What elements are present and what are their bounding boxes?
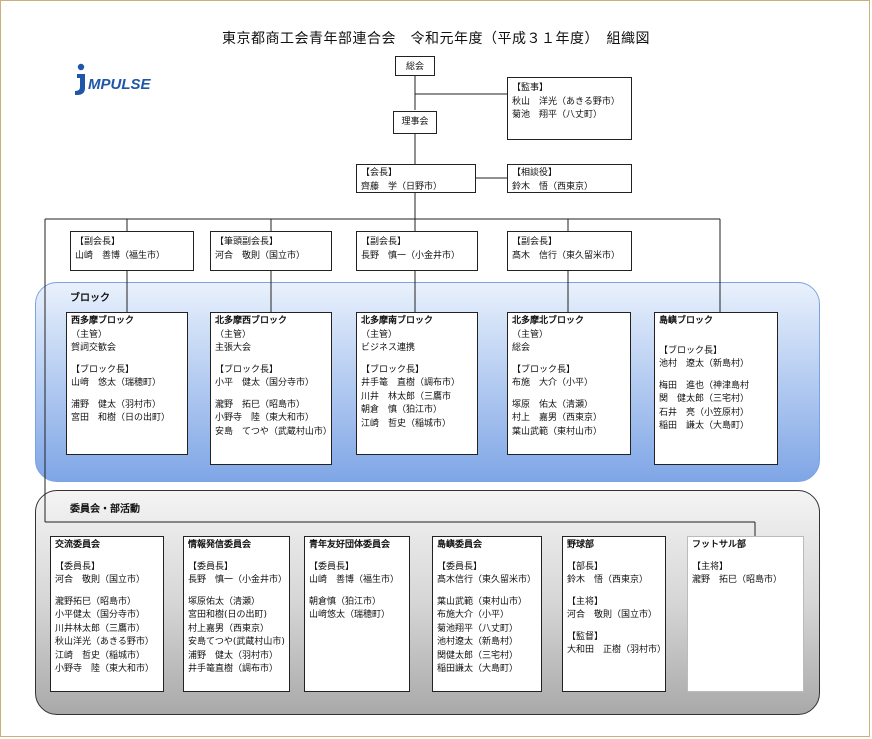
page-title: 東京都商工会青年部連合会 令和元年度（平成３１年度） 組織図 [222, 31, 650, 47]
soudan-box: 【相談役】 鈴木 悟（西東京） [507, 164, 632, 193]
committee-box-koryu: 交流委員会 【委員長】 河合 敬則（国立市） 瀧野拓巳（昭島市） 小平健太（国分… [50, 536, 164, 692]
impulse-logo: MPULSE [75, 63, 152, 95]
logo-text: MPULSE [88, 76, 152, 93]
committee-box-tosho: 島嶼委員会 【委員長】 髙木信行（東久留米市） 葉山武範（東村山市） 布施大介（… [432, 536, 542, 692]
rijikai-box: 理事会 [393, 111, 437, 134]
block-box-kitatama-minami: 北多摩南ブロック （主管） ビジネス連携 【ブロック長】 井手篭 直樹（調布市）… [356, 312, 478, 455]
vice-box-3: 【副会長】 長野 慎一（小金井市） [356, 231, 478, 271]
committee-box-seinenyuko: 青年友好団体委員会 【委員長】 山崎 善博（福生市） 朝倉慎（狛江市） 山﨑悠太… [304, 536, 410, 692]
vice-box-4: 【副会長】 髙木 信行（東久留米市） [507, 231, 632, 271]
vice-box-1: 【副会長】 山崎 善博（福生市） [70, 231, 194, 271]
block-region-label: ブロック [70, 293, 110, 304]
block-box-kitatama-kita: 北多摩北ブロック （主管） 総会 【ブロック長】 布施 大介（小平） 塚原 佑太… [507, 312, 631, 455]
block-box-kitatama-nishi: 北多摩西ブロック （主管） 主張大会 【ブロック長】 小平 健太（国分寺市） 瀧… [210, 312, 332, 465]
kaicho-box: 【会長】 齊藤 学（日野市） [356, 164, 476, 193]
committee-box-johohasshin: 情報発信委員会 【委員長】 長野 慎一（小金井市） 塚原佑太（清瀬） 宮田和樹(… [183, 536, 290, 692]
logo-dot-icon [77, 63, 85, 71]
logo-j-icon [75, 74, 85, 95]
committee-box-futsal: フットサル部 【主将】 瀧野 拓巳（昭島市） [687, 536, 804, 692]
block-box-nishitama: 西多摩ブロック （主管） 賀詞交歓会 【ブロック長】 山﨑 悠太（瑞穂町） 浦野… [66, 312, 188, 455]
soukai-box: 総会 [395, 56, 435, 76]
committee-box-yakyubu: 野球部 【部長】 鈴木 悟（西東京） 【主将】 河合 敬則（国立市） 【監督】 … [562, 536, 666, 692]
kanji-box: 【監事】 秋山 洋光（あきる野市） 菊池 翔平（八丈町） [507, 77, 632, 140]
block-box-tosho: 島嶼ブロック 【ブロック長】 池村 遼太（新島村） 梅田 進也（神津島村 関 健… [654, 312, 778, 465]
committee-region-label: 委員会・部活動 [70, 504, 140, 515]
vice-box-2: 【筆頭副会長】 河合 敬則（国立市） [210, 231, 332, 271]
